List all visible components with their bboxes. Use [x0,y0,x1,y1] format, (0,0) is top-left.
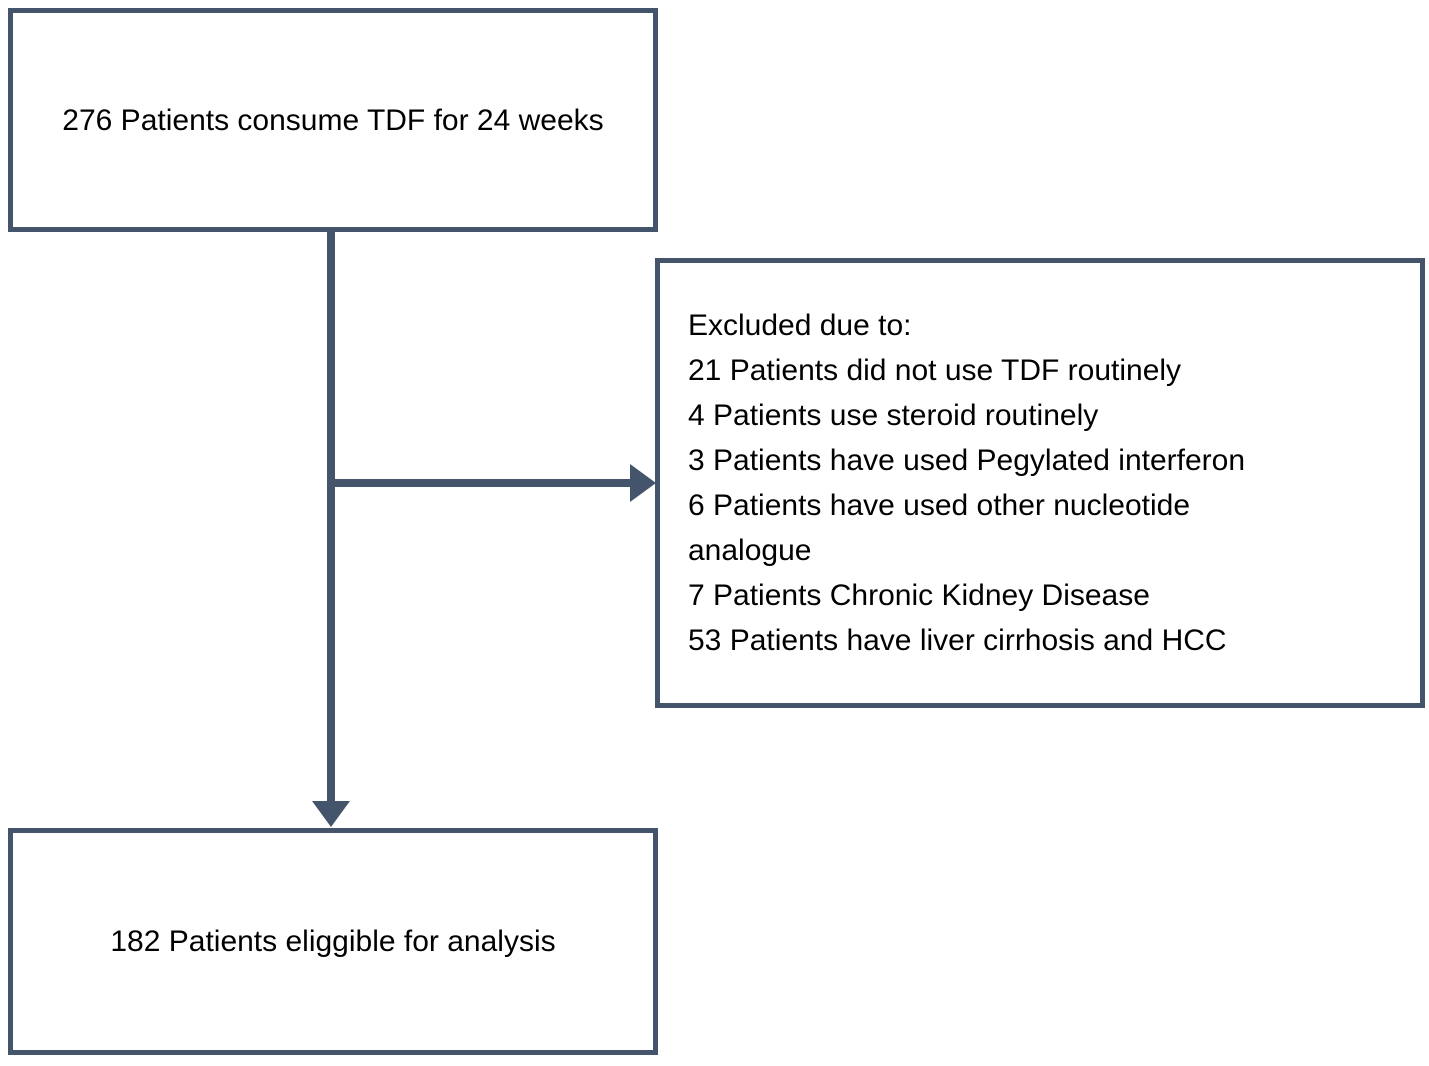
enrollment-text: 276 Patients consume TDF for 24 weeks [62,103,604,137]
analysis-box: 182 Patients eliggible for analysis [8,828,658,1055]
excluded-item: 21 Patients did not use TDF routinely [688,354,1182,387]
excluded-item: 53 Patients have liver cirrhosis and HCC [688,624,1227,657]
excluded-item: 3 Patients have used Pegylated interfero… [688,444,1246,477]
excluded-text-block: Excluded due to: 21 Patients did not use… [660,303,1325,663]
enrollment-box: 276 Patients consume TDF for 24 weeks [8,8,658,232]
excluded-item: 7 Patients Chronic Kidney Disease [688,579,1150,612]
excluded-box: Excluded due to: 21 Patients did not use… [655,258,1425,708]
right-arrowhead-icon [630,464,656,502]
down-arrowhead-icon [312,801,350,827]
excluded-item: 6 Patients have used other nucleotide an… [688,489,1191,567]
analysis-text: 182 Patients eliggible for analysis [110,925,556,958]
excluded-heading: Excluded due to: [688,309,912,342]
excluded-item: 4 Patients use steroid routinely [688,399,1099,432]
